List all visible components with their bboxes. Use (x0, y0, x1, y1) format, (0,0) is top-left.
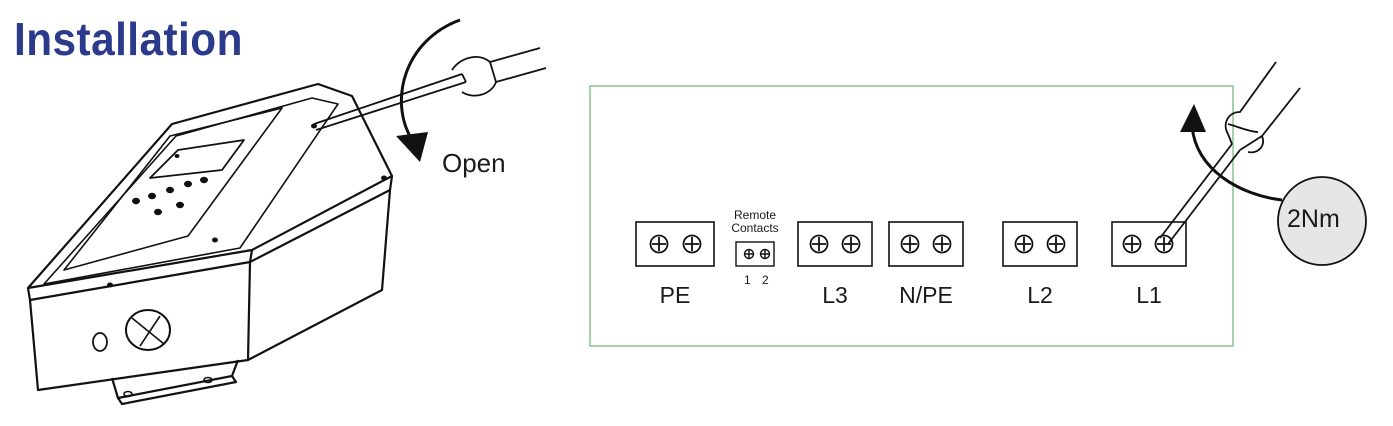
remote-contacts-line2: Contacts (731, 221, 779, 235)
terminal-label-npe: N/PE (899, 282, 953, 308)
remote-pin-1-label: 1 (744, 273, 751, 287)
open-rotation-arrow (396, 18, 461, 162)
remote-contacts-line1: Remote (733, 208, 777, 222)
open-label: Open (442, 148, 506, 178)
terminal-label-pe: PE (659, 282, 691, 308)
terminal-label-l1: L1 (1136, 282, 1162, 308)
terminal-block-l3 (797, 221, 873, 267)
tighten-rotation-arrow (1180, 104, 1283, 202)
terminal-block-l1 (1111, 221, 1187, 267)
page-title: Installation (14, 13, 243, 65)
terminal-label-l2: L2 (1027, 282, 1053, 308)
terminal-panel (589, 85, 1234, 347)
torque-badge (1277, 176, 1367, 266)
terminal-block-l2 (1002, 221, 1078, 267)
terminal-block-npe (888, 221, 964, 267)
screwdriver-icon (1159, 61, 1301, 245)
terminal-block-pe (635, 221, 715, 267)
remote-contacts-block (735, 241, 775, 267)
enclosure-device (26, 47, 547, 406)
remote-contacts-label: Remote Contacts (724, 209, 786, 235)
terminal-label-l3: L3 (822, 282, 848, 308)
torque-label: 2Nm (1287, 205, 1340, 233)
remote-pin-2-label: 2 (762, 273, 769, 287)
